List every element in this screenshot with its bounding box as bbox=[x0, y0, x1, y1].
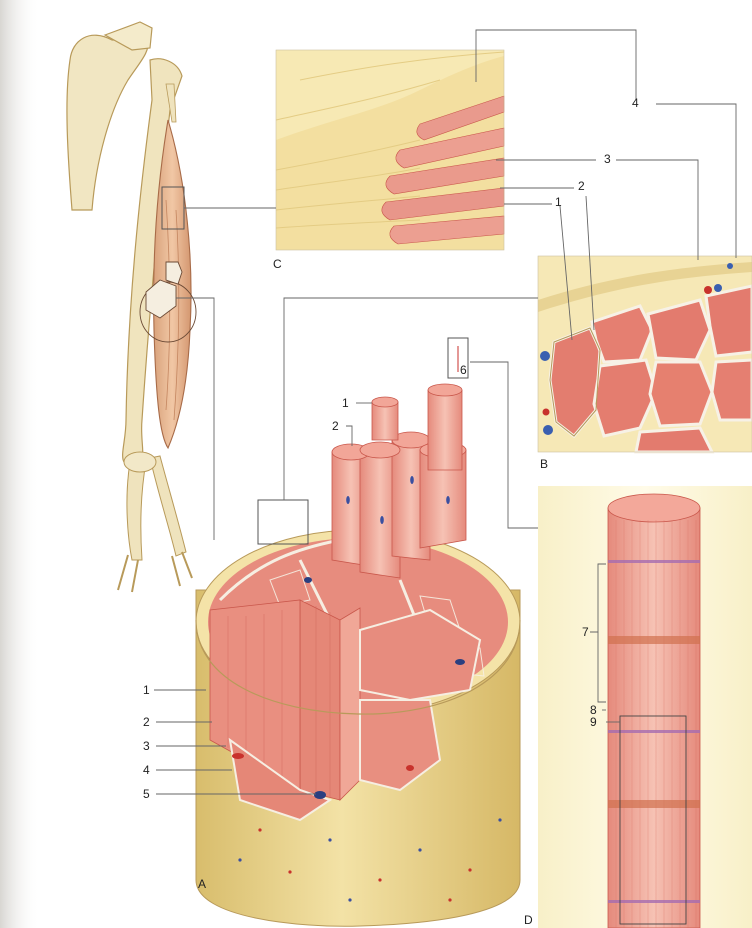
panel-b-image bbox=[538, 256, 752, 452]
label-a-1: 1 bbox=[143, 684, 150, 696]
arm-illustration bbox=[67, 22, 196, 592]
fiber-bundles bbox=[332, 338, 468, 578]
label-fiber-2: 2 bbox=[332, 420, 339, 432]
panel-label-b: B bbox=[540, 458, 548, 470]
label-d-7: 7 bbox=[582, 626, 589, 638]
panel-label-a: A bbox=[198, 878, 206, 890]
label-c-1: 1 bbox=[555, 196, 562, 208]
label-a-3: 3 bbox=[143, 740, 150, 752]
label-a-6: 6 bbox=[460, 364, 467, 376]
label-d-9: 9 bbox=[590, 716, 597, 728]
panel-label-d: D bbox=[524, 914, 533, 926]
label-a-5: 5 bbox=[143, 788, 150, 800]
label-fiber-1: 1 bbox=[342, 397, 349, 409]
label-a-4: 4 bbox=[143, 764, 150, 776]
page-edge-shadow bbox=[0, 0, 40, 928]
panel-c-image bbox=[276, 50, 504, 250]
label-a-2: 2 bbox=[143, 716, 150, 728]
label-c-2: 2 bbox=[578, 180, 585, 192]
panel-label-c: C bbox=[273, 258, 282, 270]
label-c-3: 3 bbox=[604, 153, 611, 165]
panel-d-image bbox=[538, 486, 752, 928]
label-c-4: 4 bbox=[632, 97, 639, 109]
